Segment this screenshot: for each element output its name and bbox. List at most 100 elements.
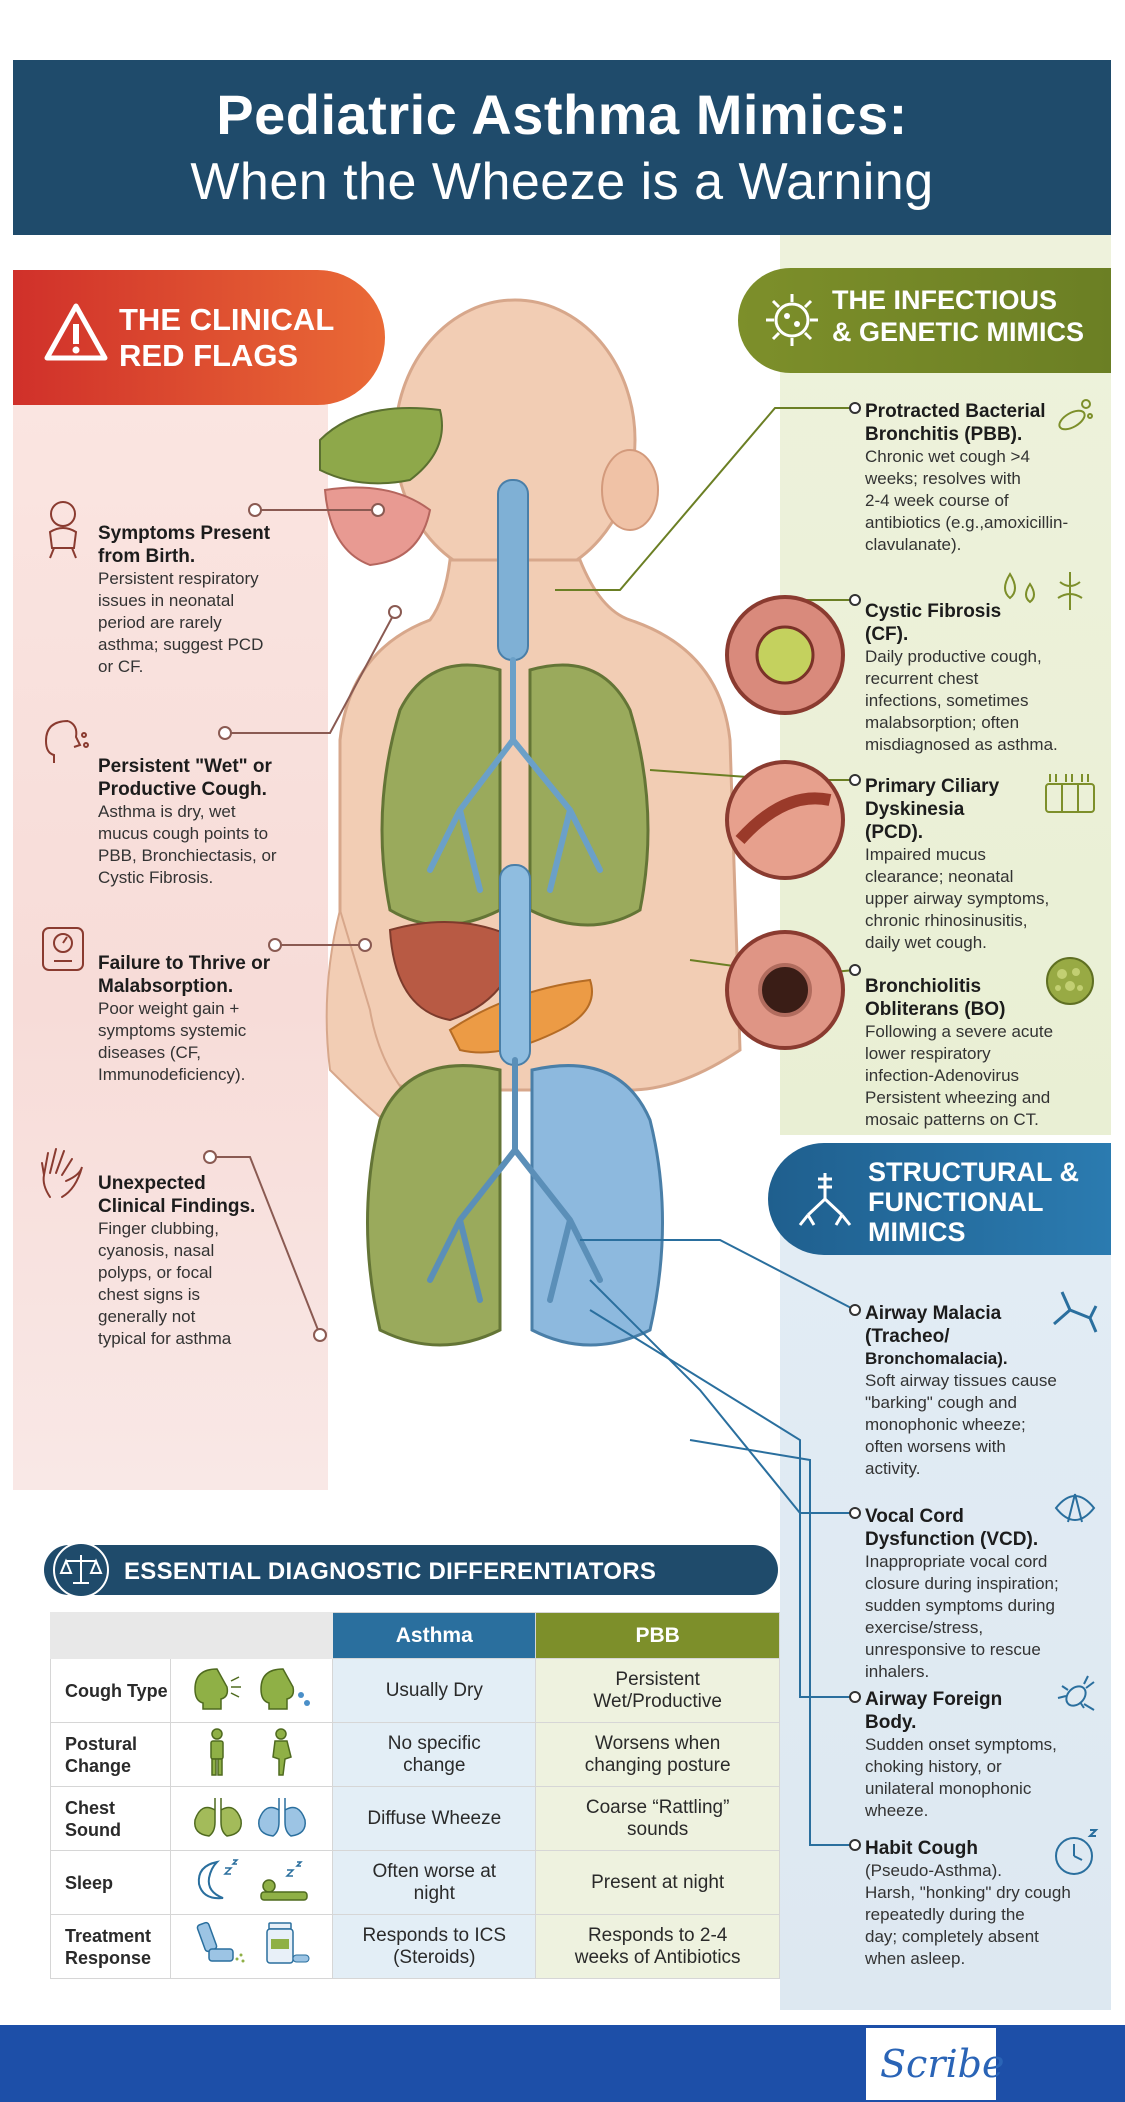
mouth-cavity — [323, 486, 432, 567]
cell-text: No specific — [387, 1732, 481, 1754]
cell-text: Wet/Productive — [593, 1690, 722, 1712]
row-icons — [169, 1914, 334, 1979]
structural-heading-2: FUNCTIONAL — [868, 1187, 1044, 1217]
diagnostic-banner: ESSENTIAL DIAGNOSTIC DIFFERENTIATORS — [44, 1542, 778, 1598]
item-desc-line: choking history, or — [865, 1757, 1002, 1776]
virus-icon — [766, 294, 818, 346]
diagnostic-table: Asthma PBB Cough Type Usually Dry Persis… — [49, 1612, 780, 1979]
pbb-cell: Present at night — [535, 1850, 780, 1915]
item-desc-line: polyps, or focal — [98, 1263, 213, 1282]
item-desc-line: Chronic wet cough >4 — [865, 447, 1030, 466]
cell-text: weeks of Antibiotics — [574, 1946, 741, 1968]
title-line-2: When the Wheeze is a Warning — [190, 153, 934, 211]
right-lung-lower — [530, 1064, 664, 1347]
row-label-text: Response — [65, 1947, 152, 1968]
cell-text: Persistent — [615, 1668, 700, 1690]
red-flags-heading-2: RED FLAGS — [119, 338, 299, 373]
item-desc-line: issues in neonatal — [98, 591, 235, 610]
cell-text: Worsens when — [594, 1732, 721, 1754]
arm-shape — [325, 906, 422, 1142]
cell-text: Coarse “Rattling” — [585, 1796, 730, 1818]
item-desc-line: Poor weight gain + — [98, 999, 240, 1018]
weight-scale-icon — [42, 927, 84, 971]
cell-text: Diffuse Wheeze — [367, 1807, 502, 1829]
row-icons — [169, 1850, 334, 1915]
item-desc-line: asthma; suggest PCD — [98, 635, 264, 654]
row-label-text: Chest Sound — [65, 1797, 121, 1840]
clock-icon — [1055, 1829, 1099, 1875]
asthma-cell: Diffuse Wheeze — [332, 1786, 537, 1851]
item-title: (PCD). — [865, 822, 924, 843]
item-desc-line: Following a severe acute — [865, 1022, 1054, 1041]
item-desc-line: Finger clubbing, — [98, 1219, 219, 1238]
item-desc-line: daily wet cough. — [865, 933, 987, 952]
infectious-banner: THE INFECTIOUS & GENETIC MIMICS — [738, 268, 1111, 373]
row-label-text: Postural — [65, 1733, 138, 1754]
item-title: Dysfunction (VCD). — [865, 1529, 1039, 1550]
diagnostic-heading: ESSENTIAL DIAGNOSTIC DIFFERENTIATORS — [124, 1558, 657, 1585]
item-subtitle: Bronchomalacia). — [865, 1349, 1008, 1368]
item-desc-line: malabsorption; often — [865, 713, 1020, 732]
item-title: from Birth. — [98, 546, 196, 567]
item-title: Obliterans (BO) — [865, 999, 1006, 1020]
row-label-text: Treatment — [65, 1925, 152, 1946]
item-desc-line: sudden symptoms during — [865, 1596, 1055, 1615]
row-label: Chest Sound — [50, 1786, 171, 1851]
bronchi-icon — [1053, 1291, 1098, 1333]
mimic-item-pcd: Primary Ciliary Dyskinesia (PCD). Impair… — [865, 775, 1115, 954]
item-desc-line: Impaired mucus — [865, 845, 986, 864]
item-title: Bronchiolitis — [865, 976, 982, 997]
item-title: Airway Malacia — [865, 1303, 1002, 1324]
item-title: Airway Foreign — [865, 1689, 1003, 1710]
mimic-item-pbb: Protracted Bacterial Bronchitis (PBB). C… — [865, 400, 1110, 556]
mimic-item-bo: Bronchiolitis Obliterans (BO) Following … — [865, 975, 1115, 1131]
item-desc-line: generally not — [98, 1307, 196, 1326]
item-desc-line: monophonic wheeze; — [865, 1415, 1026, 1434]
item-title: Clinical Findings. — [98, 1196, 256, 1217]
item-subtitle: (Pseudo-Asthma). — [865, 1861, 1002, 1880]
vocal-cords-icon — [1054, 1493, 1096, 1523]
item-desc-line: activity. — [865, 1459, 921, 1478]
item-desc-line: Persistent wheezing and — [865, 1088, 1051, 1107]
cell-text: Usually Dry — [385, 1679, 483, 1701]
airway-tree-icon — [798, 1173, 852, 1226]
item-desc-line: Cystic Fibrosis. — [98, 868, 214, 887]
item-title: Body. — [865, 1712, 917, 1733]
mimic-item-foreign-body: Airway Foreign Body. Sudden onset sympto… — [865, 1688, 1115, 1822]
item-desc-line: or CF. — [98, 657, 144, 676]
item-desc-line: inhalers. — [865, 1662, 930, 1681]
red-flag-item-wet-cough: Persistent "Wet" or Productive Cough. As… — [98, 755, 328, 889]
item-title: Unexpected — [98, 1173, 206, 1194]
item-desc-line: chest signs is — [98, 1285, 201, 1304]
structural-panel — [780, 1210, 1111, 2010]
item-desc-line: mucus cough points to — [98, 824, 269, 843]
table-row: Chest Sound Diffuse Wheeze Coarse “Rattl… — [50, 1786, 780, 1851]
balance-scale-icon — [53, 1542, 109, 1598]
item-desc-line: misdiagnosed as asthma. — [865, 735, 1058, 754]
table-header-row: Asthma PBB — [49, 1612, 780, 1659]
cell-text: Responds to 2-4 — [587, 1924, 728, 1946]
item-desc-line: weeks; resolves with — [865, 469, 1021, 488]
mucus-drops-icon — [1004, 572, 1083, 610]
item-desc-line: Asthma is dry, wet — [98, 802, 236, 821]
row-label-text: Change — [65, 1755, 132, 1776]
item-desc-line: Sudden onset symptoms, — [865, 1735, 1057, 1754]
item-desc-line: unresponsive to rescue — [865, 1640, 1041, 1659]
infectious-heading-1: THE INFECTIOUS — [832, 285, 1058, 315]
liver — [388, 921, 522, 1022]
item-title: Dyskinesia — [865, 799, 965, 820]
row-label: Cough Type — [50, 1658, 171, 1723]
red-flag-item-birth: Symptoms Present from Birth. Persistent … — [98, 522, 328, 678]
table-header-pbb: PBB — [535, 1612, 780, 1659]
scribe-logo-text: Scribe — [880, 2042, 1005, 2086]
child-anatomy-illustration — [319, 298, 742, 1347]
bronchi-upper — [427, 657, 603, 893]
item-title: Productive Cough. — [98, 779, 267, 800]
inhaler-pills-icon — [196, 1921, 310, 1964]
